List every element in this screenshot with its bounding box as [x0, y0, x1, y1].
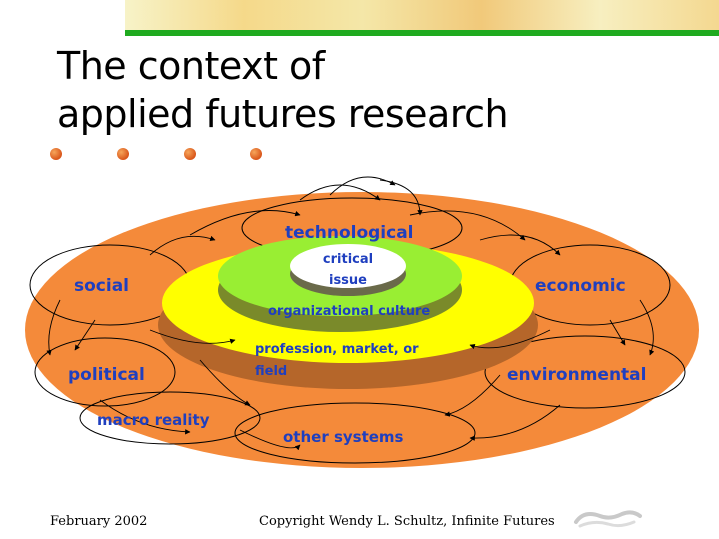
loop-other-systems	[234, 402, 476, 464]
arrow	[99, 399, 191, 435]
bullet-dot	[50, 148, 62, 160]
label-other-systems: other systems	[283, 428, 404, 446]
header-banner	[125, 0, 719, 32]
label-economic: economic	[535, 276, 626, 296]
label-environmental: environmental	[507, 365, 646, 385]
system-loops	[29, 197, 686, 464]
slide-title-line1: The context of	[57, 44, 325, 88]
arrow	[239, 429, 301, 451]
bullet-dot	[117, 148, 129, 160]
critical-issue-core	[290, 244, 406, 288]
slide-title: The context of applied futures research	[57, 42, 509, 138]
bullet-dots	[50, 148, 280, 164]
arrow	[609, 319, 626, 346]
label-critical-issue-line1: critical	[323, 252, 373, 267]
arrow	[46, 299, 61, 356]
slide-title-line2: applied futures research	[57, 92, 509, 136]
arrow	[149, 329, 236, 344]
arrow	[639, 299, 655, 356]
label-critical-issue-line2: issue	[329, 273, 367, 288]
interaction-arrows	[46, 176, 655, 451]
arrow	[444, 374, 501, 417]
bullet-dot	[184, 148, 196, 160]
label-profession-line2: field	[255, 364, 287, 379]
arrow	[469, 329, 551, 350]
arrow	[299, 184, 381, 201]
label-political: political	[68, 365, 145, 385]
loop-political	[34, 337, 176, 407]
arrow	[379, 179, 423, 216]
footer-date: February 2002	[50, 514, 148, 529]
arrow	[74, 319, 96, 351]
label-social: social	[74, 276, 129, 296]
label-macro-reality: macro reality	[97, 411, 210, 429]
infinite-futures-logo	[574, 510, 642, 528]
label-technological: technological	[285, 223, 414, 243]
arrow	[199, 359, 251, 406]
loop-macro-reality	[79, 391, 261, 445]
arrow	[149, 235, 216, 256]
arrow	[479, 234, 561, 256]
arrow	[409, 210, 526, 241]
bullet-dot	[250, 148, 262, 160]
header-green-rule	[125, 30, 719, 36]
arrow	[189, 210, 301, 236]
loop-environmental	[484, 335, 686, 409]
label-profession-line1: profession, market, or	[255, 342, 419, 357]
label-organizational-culture: organizational culture	[268, 304, 430, 319]
footer-copyright: Copyright Wendy L. Schultz, Infinite Fut…	[259, 514, 555, 529]
arrow	[469, 404, 561, 441]
